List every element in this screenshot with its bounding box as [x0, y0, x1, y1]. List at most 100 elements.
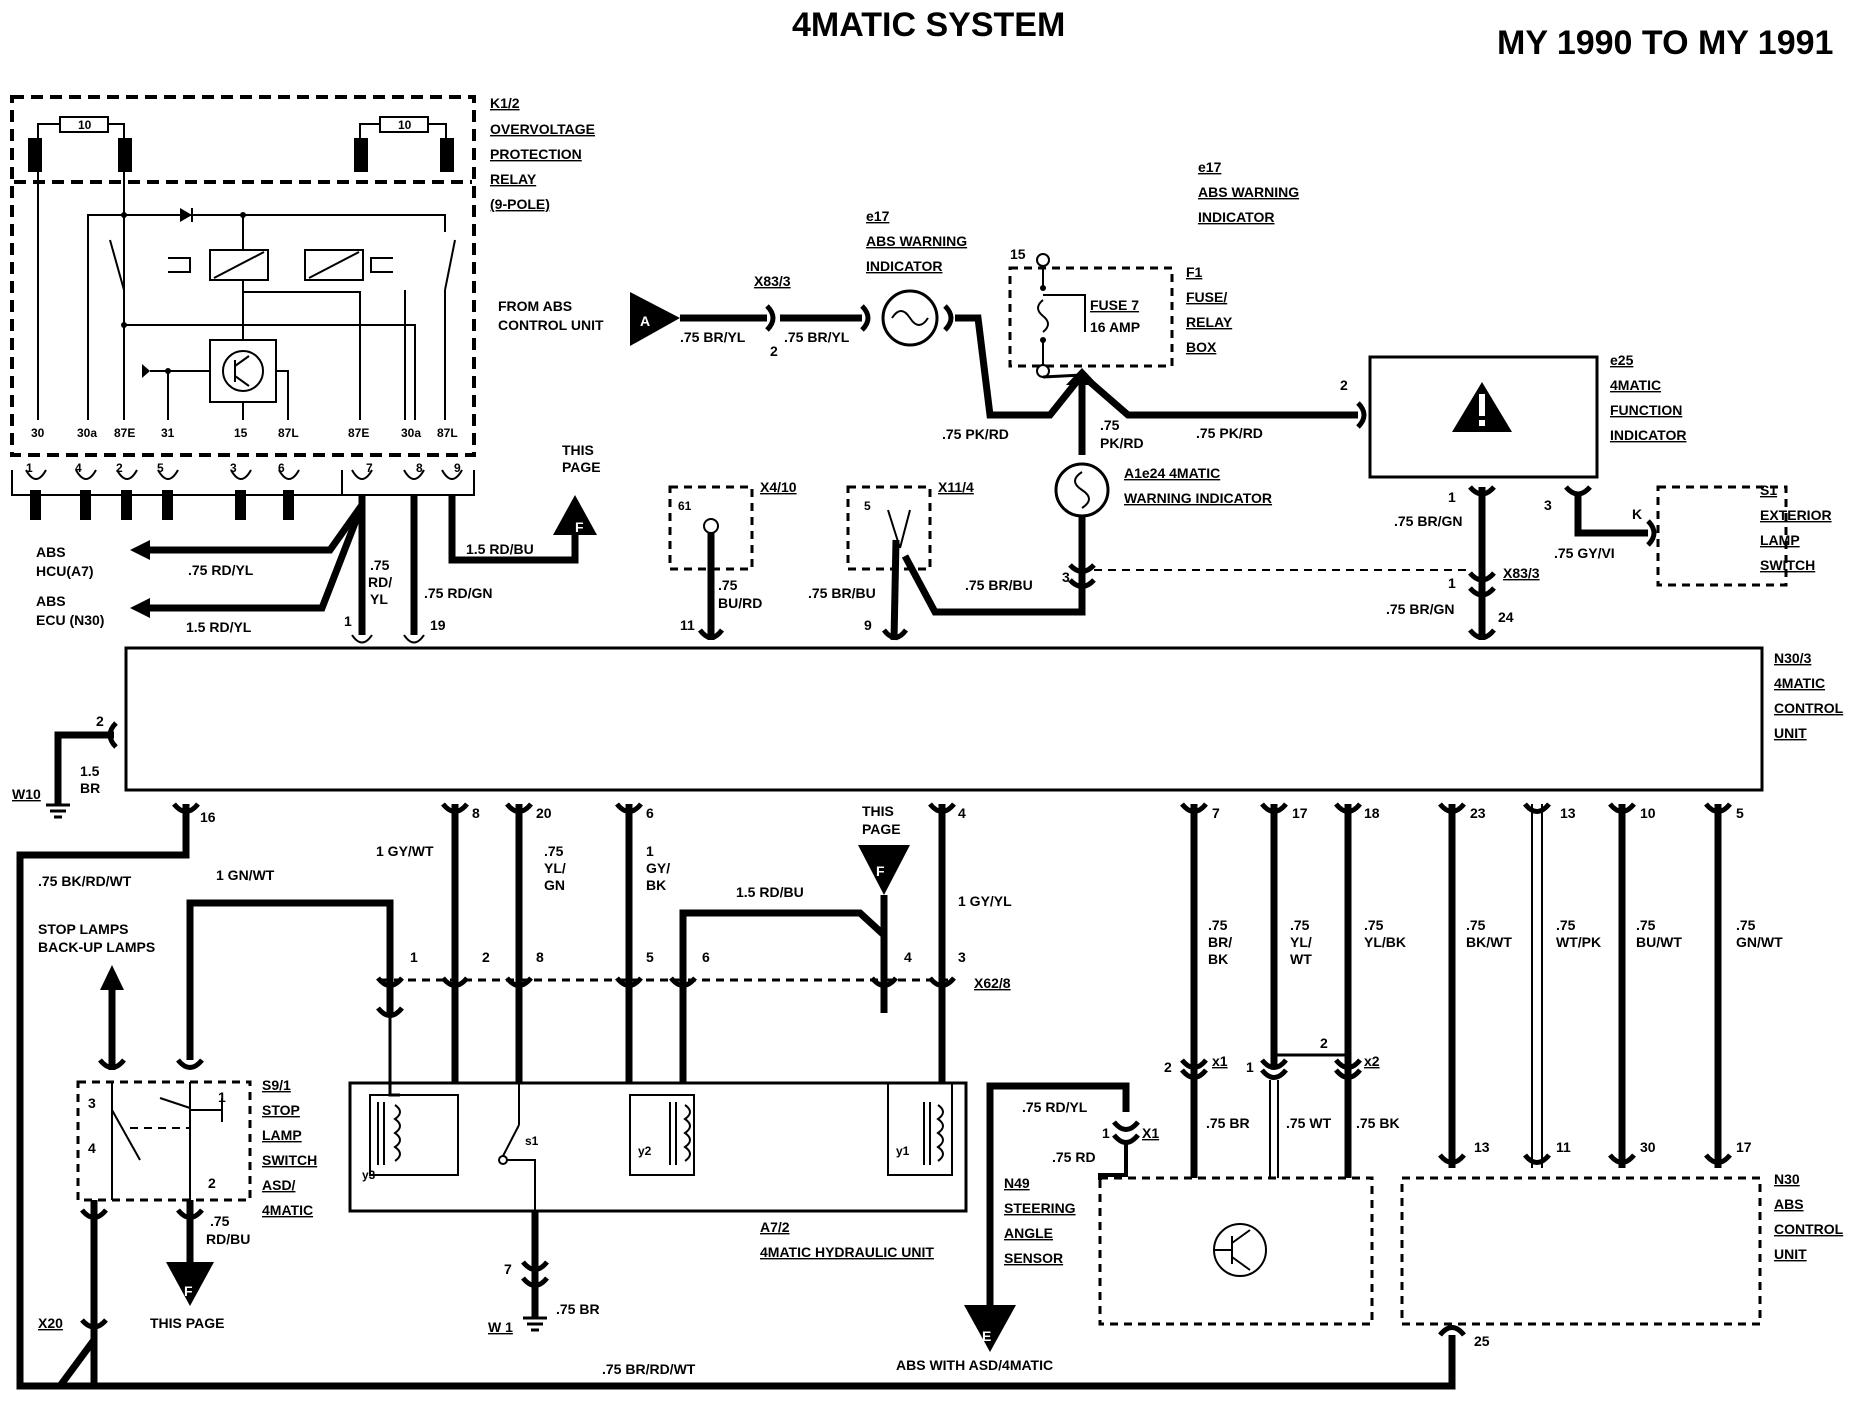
hyd-yl-gn-c: GN: [544, 877, 565, 893]
a1e24-pin: 3: [1062, 569, 1070, 585]
hyd-flag: F: [876, 863, 885, 879]
relay-terminal-9: 87L: [437, 426, 458, 440]
abs-wire-4-a: .75: [1736, 917, 1756, 933]
abs-hcu-line-1: ABS: [36, 544, 66, 560]
wire-rd-gn: .75 RD/GN: [424, 585, 492, 601]
abs-wire-2-bottom: 11: [1556, 1139, 1571, 1155]
x4-10-wire-a: .75: [718, 577, 738, 593]
abs-wire-1-bottom: 13: [1474, 1139, 1490, 1155]
abs-wire-2-a: .75: [1556, 917, 1576, 933]
relay-line-1: OVERVOLTAGE: [490, 121, 595, 137]
relay-pin-8: 8: [416, 461, 423, 475]
this-page-label-b: PAGE: [562, 459, 601, 475]
pk-rd-wires: [1066, 368, 1367, 455]
a7-2-wire: .75 BR: [556, 1301, 600, 1317]
pk-rd-right: .75 PK/RD: [1196, 425, 1263, 441]
s9-1-p1: 1: [218, 1089, 226, 1105]
x11-4-wire-right: .75 BR/BU: [965, 577, 1033, 593]
abs-wire-1-top: 23: [1470, 805, 1486, 821]
n49-wire-top: .75 RD/YL: [1022, 1099, 1088, 1115]
relay-fuse-a-label: 10: [78, 118, 92, 132]
s1-id: S1: [1760, 482, 1777, 498]
e17-right-line-1: ABS WARNING: [1198, 184, 1299, 200]
steering-angle-sensor: [964, 1082, 1374, 1352]
s9-1-this-page: THIS PAGE: [150, 1315, 224, 1331]
s9-1-line-4: ASD/: [262, 1177, 296, 1193]
sensor-yl-wt-pin: 17: [1292, 805, 1308, 821]
sensor-yl-wt-b: YL/: [1290, 934, 1312, 950]
overvoltage-relay: 10 10: [10, 95, 476, 457]
hyd-gy-bk-b: GY/: [646, 860, 670, 876]
sensor-bk: .75 BK: [1356, 1115, 1400, 1131]
n30-pin: 25: [1474, 1333, 1490, 1349]
sensor-br: .75 BR: [1206, 1115, 1250, 1131]
x62-8-pin-2: 2: [482, 949, 490, 965]
n30-3-line-3: UNIT: [1774, 725, 1807, 741]
sensor-br-bk-pin: 7: [1212, 805, 1220, 821]
ground-w10: [46, 721, 118, 819]
relay-id: K1/2: [490, 95, 520, 111]
n49-line-3: SENSOR: [1004, 1250, 1063, 1266]
hyd-rd-bu: 1.5 RD/BU: [736, 884, 804, 900]
sensor-x1: x1: [1212, 1053, 1228, 1069]
abs-wire-3-b: BU/WT: [1636, 934, 1682, 950]
x83-3-right-pin-mid: 1: [1448, 575, 1456, 591]
abs-wire-1-a: .75: [1466, 917, 1486, 933]
x83-3-top-wire-a: .75 BR/YL: [680, 329, 746, 345]
a7-2-y3: y3: [362, 1168, 376, 1182]
bottom-wire: .75 BR/RD/WT: [602, 1361, 696, 1377]
n30-3-line-2: CONTROL: [1774, 700, 1844, 716]
relay-line-3: RELAY: [490, 171, 537, 187]
relay-terminal-2: 30a: [77, 426, 97, 440]
s9-1-id: S9/1: [262, 1077, 291, 1093]
relay-terminal-6: 87L: [278, 426, 299, 440]
n30-line-2: CONTROL: [1774, 1221, 1844, 1237]
abs-ecu-wire: 1.5 RD/YL: [186, 619, 252, 635]
left-loop-wire: .75 BK/RD/WT: [38, 873, 132, 889]
a7-2-y1: y1: [896, 1144, 910, 1158]
s9-1-p4: 4: [88, 1140, 96, 1156]
from-abs-flag: A: [640, 313, 650, 329]
from-abs-line-2: CONTROL UNIT: [498, 317, 604, 333]
n30-line-3: UNIT: [1774, 1246, 1807, 1262]
abs-wire-4-bottom: 17: [1736, 1139, 1752, 1155]
a7-2-name: 4MATIC HYDRAULIC UNIT: [760, 1244, 934, 1260]
stop-lamps-line-1: STOP LAMPS: [38, 921, 129, 937]
a7-2-id: A7/2: [760, 1219, 790, 1235]
model-years: MY 1990 TO MY 1991: [1497, 24, 1833, 62]
x11-4-pin: 9: [864, 617, 872, 633]
x11-4-wire-left: .75 BR/BU: [808, 585, 876, 601]
x20-id: X20: [38, 1315, 63, 1331]
relay-pin-6: 6: [278, 461, 285, 475]
e17-left-id: e17: [866, 208, 890, 224]
relay-terminal-8: 30a: [401, 426, 421, 440]
sensor-yl-bk-b: YL/BK: [1364, 934, 1406, 950]
abs-wire-1-b: BK/WT: [1466, 934, 1512, 950]
x62-8-id: X62/8: [974, 975, 1011, 991]
sensor-br-bk-b: BR/: [1208, 934, 1232, 950]
e17-left-line-2: INDICATOR: [866, 258, 942, 274]
sensor-br-bk-a: .75: [1208, 917, 1228, 933]
stop-lamps-line-2: BACK-UP LAMPS: [38, 939, 155, 955]
hyd-gy-yl: 1 GY/YL: [958, 893, 1012, 909]
relay-output-wires: [130, 495, 597, 644]
relay-pin-1: 1: [26, 461, 33, 475]
from-abs-line-1: FROM ABS: [498, 298, 572, 314]
wire-rd-gn-pin: 19: [430, 617, 446, 633]
abs-wires: [1438, 802, 1732, 1168]
x62-8-pin-6: 4: [904, 949, 912, 965]
hyd-gy-bk-pin: 6: [646, 805, 654, 821]
wire-rd-bu-top: 1.5 RD/BU: [466, 541, 534, 557]
abs-wire-2-b: WT/PK: [1556, 934, 1601, 950]
e25-pin: 2: [1340, 377, 1348, 393]
function-indicator: [1368, 355, 1599, 479]
hydraulic-unit: [348, 1015, 968, 1332]
stop-lamp-switch: [76, 899, 404, 1306]
pk-rd-mid-b: PK/RD: [1100, 435, 1144, 451]
abs-hcu-wire: .75 RD/YL: [188, 562, 254, 578]
abs-hcu-line-2: HCU(A7): [36, 563, 94, 579]
abs-wire-2-top: 13: [1560, 805, 1576, 821]
sensor-x2: x2: [1364, 1053, 1380, 1069]
relay-terminal-5: 15: [234, 426, 248, 440]
relay-pin-4: 5: [157, 461, 164, 475]
